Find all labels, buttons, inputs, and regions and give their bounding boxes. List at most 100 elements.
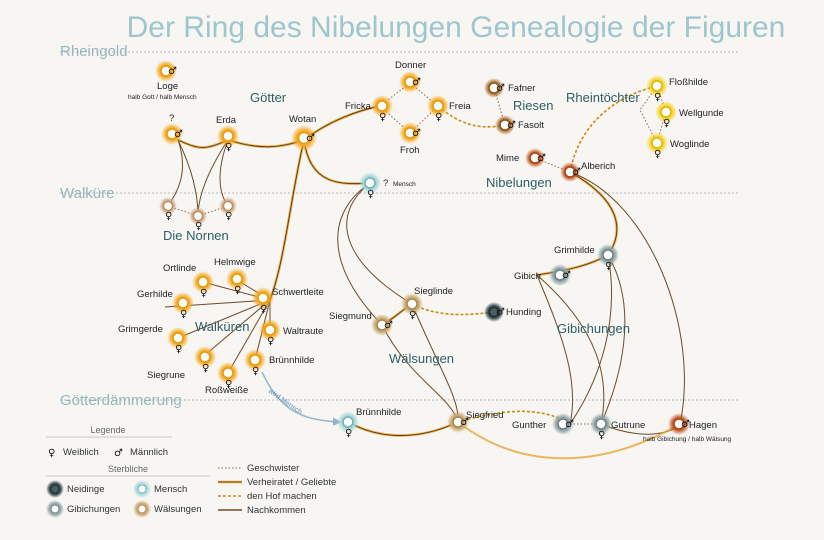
node-norn-2[interactable]: ♀ bbox=[189, 207, 207, 232]
node-hagen[interactable]: ♂ Hagen halb Gibichung / halb Wälsung bbox=[643, 413, 732, 443]
label-siegfried: Siegfried bbox=[466, 410, 504, 421]
node-waltraute[interactable]: ♀ Waltraute bbox=[259, 319, 323, 347]
legend-courting: den Hof machen bbox=[247, 491, 317, 502]
node-unknown-god[interactable]: ♂ ? bbox=[161, 113, 183, 145]
svg-text:♀: ♀ bbox=[180, 309, 187, 320]
svg-text:♀: ♀ bbox=[175, 344, 182, 355]
svg-text:♀: ♀ bbox=[260, 304, 267, 315]
group-gibichungen: Gibichungen bbox=[557, 321, 630, 336]
node-gutrune[interactable]: ♀ Gutrune bbox=[590, 413, 645, 441]
svg-text:♂: ♂ bbox=[306, 133, 315, 144]
label-loge: Loge bbox=[157, 81, 178, 92]
legend-married: Verheiratet / Geliebte bbox=[247, 477, 336, 488]
node-froh[interactable]: ♂ Froh bbox=[399, 122, 421, 156]
node-gerhilde[interactable]: ♀ Gerhilde bbox=[137, 289, 194, 320]
node-bruennhilde-goetterdaemmerung[interactable]: ♀ Brünnhilde bbox=[337, 407, 401, 439]
label-grimgerde: Grimgerde bbox=[118, 324, 163, 335]
label-mime: Mime bbox=[496, 153, 519, 164]
legend-mensch: Mensch bbox=[154, 484, 187, 495]
label-fafner: Fafner bbox=[508, 83, 535, 94]
node-schwertleite[interactable]: ♀ Schwertleite bbox=[252, 287, 324, 315]
svg-text:♂: ♂ bbox=[565, 419, 574, 430]
node-donner[interactable]: ♂ Donner bbox=[395, 60, 426, 93]
label-helmwige: Helmwige bbox=[214, 257, 256, 268]
svg-text:♀: ♀ bbox=[225, 142, 232, 153]
section-walkuere: Walküre bbox=[60, 185, 114, 202]
label-donner: Donner bbox=[395, 60, 426, 71]
node-fafner[interactable]: ♂ Fafner bbox=[484, 78, 535, 98]
node-fricka[interactable]: ♀ Fricka bbox=[345, 95, 393, 123]
legend-male: Männlich bbox=[130, 447, 168, 458]
svg-text:♂: ♂ bbox=[681, 419, 690, 430]
node-siegmund[interactable]: ♂ Siegmund bbox=[329, 311, 393, 336]
legend-siblings: Geschwister bbox=[247, 463, 299, 474]
label-rossweisse: Roßweiße bbox=[205, 385, 248, 396]
courting-lines bbox=[411, 85, 658, 425]
svg-text:♂: ♂ bbox=[537, 153, 546, 164]
svg-text:♀: ♀ bbox=[165, 211, 172, 222]
label-gibich: Gibich bbox=[514, 271, 541, 282]
svg-text:♂: ♂ bbox=[460, 417, 469, 428]
node-norn-3[interactable]: ♀ bbox=[219, 197, 237, 222]
node-alberich[interactable]: ♂ Alberich bbox=[560, 161, 615, 182]
label-bruennhilde-goetterdaemmerung: Brünnhilde bbox=[356, 407, 401, 418]
label-hagen: Hagen bbox=[689, 420, 717, 431]
svg-text:♀: ♀ bbox=[379, 112, 386, 123]
node-loge[interactable]: ♂ Loge halb Gott / halb Mensch bbox=[128, 60, 197, 101]
node-flosshilde[interactable]: ♀ Floßhilde bbox=[646, 75, 708, 103]
node-grimgerde[interactable]: ♀ Grimgerde bbox=[118, 324, 189, 355]
label-siegrune: Siegrune bbox=[147, 370, 185, 381]
node-grimhilde[interactable]: ♀ Grimhilde bbox=[554, 244, 619, 272]
node-wotan[interactable]: ♂ Wotan bbox=[289, 114, 317, 151]
node-woglinde[interactable]: ♀ Woglinde bbox=[646, 132, 709, 160]
label-hunding: Hunding bbox=[506, 307, 541, 318]
label-froh: Froh bbox=[400, 145, 420, 156]
node-norn-1[interactable]: ♀ bbox=[159, 197, 177, 222]
svg-text:♂: ♂ bbox=[562, 270, 571, 281]
label-schwertleite: Schwertleite bbox=[272, 287, 324, 298]
group-walkueren: Walküren bbox=[195, 319, 249, 334]
svg-text:♀: ♀ bbox=[345, 428, 352, 439]
node-ortlinde[interactable]: ♀ Ortlinde bbox=[163, 263, 214, 299]
label-flosshilde: Floßhilde bbox=[669, 77, 708, 88]
legend-gibichungen: Gibichungen bbox=[67, 504, 120, 515]
node-bruennhilde-walkuere[interactable]: ♀ Brünnhilde bbox=[244, 349, 314, 377]
node-helmwige[interactable]: ♀ Helmwige bbox=[214, 257, 256, 296]
svg-text:♀: ♀ bbox=[234, 285, 241, 296]
label-erda: Erda bbox=[216, 115, 237, 126]
node-wellgunde[interactable]: ♀ Wellgunde bbox=[655, 101, 724, 129]
group-riesen: Riesen bbox=[513, 98, 553, 113]
node-gibich[interactable]: ♂ Gibich bbox=[514, 264, 571, 286]
group-nibelungen: Nibelungen bbox=[486, 175, 552, 190]
svg-text:♂: ♂ bbox=[496, 307, 505, 318]
node-siegfried[interactable]: ♂ Siegfried bbox=[447, 410, 504, 433]
note-mensch: Mensch bbox=[393, 181, 416, 188]
svg-text:♀: ♀ bbox=[225, 379, 232, 390]
svg-text:♀: ♀ bbox=[435, 112, 442, 123]
node-erda[interactable]: ♀ Erda bbox=[216, 115, 239, 153]
node-siegrune[interactable]: ♀ Siegrune bbox=[147, 346, 216, 381]
label-waltraute: Waltraute bbox=[283, 326, 323, 337]
node-freia[interactable]: ♀ Freia bbox=[427, 95, 471, 123]
svg-text:♀: ♀ bbox=[598, 430, 605, 441]
node-rossweisse[interactable]: ♀ Roßweiße bbox=[205, 362, 248, 396]
node-mensch[interactable]: ♀ ? Mensch bbox=[359, 172, 416, 200]
transition-arrow bbox=[261, 371, 342, 426]
svg-text:♂: ♂ bbox=[174, 129, 183, 140]
svg-text:♂: ♂ bbox=[168, 66, 177, 77]
node-gunther[interactable]: ♂ Gunther bbox=[512, 413, 574, 435]
label-grimhilde: Grimhilde bbox=[554, 245, 595, 256]
svg-text:♀: ♀ bbox=[267, 336, 274, 347]
svg-text:♀: ♀ bbox=[367, 189, 374, 200]
label-gunther: Gunther bbox=[512, 420, 546, 431]
legend-female-icon: ♀ bbox=[48, 448, 55, 459]
node-hunding[interactable]: ♂ Hunding bbox=[484, 302, 541, 322]
legend-male-icon: ♂ bbox=[114, 448, 123, 459]
label-bruennhilde-walkuere: Brünnhilde bbox=[269, 355, 314, 366]
legend-female: Weiblich bbox=[63, 447, 99, 458]
node-mime[interactable]: ♂ Mime bbox=[496, 148, 546, 168]
note-hagen: halb Gibichung / halb Wälsung bbox=[643, 436, 732, 443]
node-sieglinde[interactable]: ♀ Sieglinde bbox=[401, 286, 453, 321]
node-fasolt[interactable]: ♂ Fasolt bbox=[495, 115, 544, 135]
